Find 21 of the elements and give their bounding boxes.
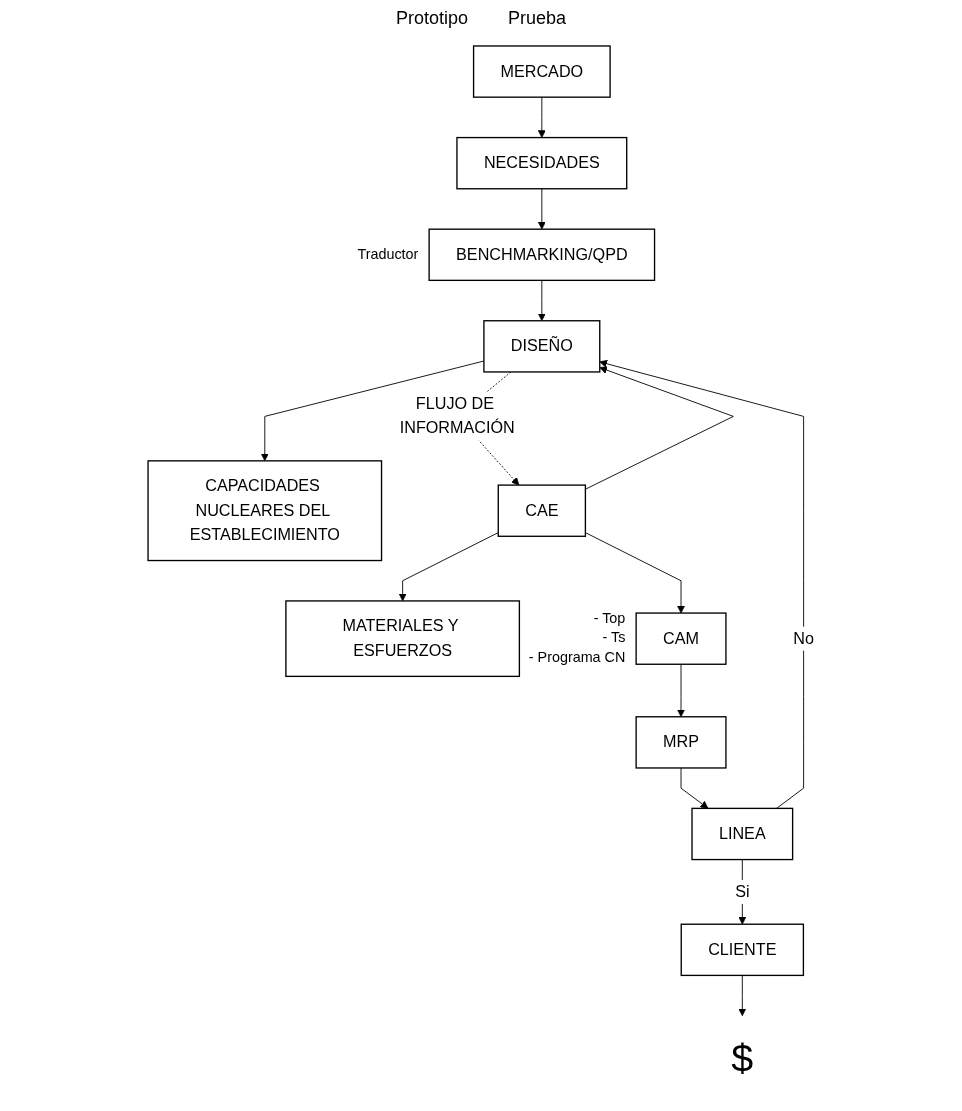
note-text: - Ts — [602, 629, 626, 646]
node-text: $ — [731, 1036, 754, 1081]
edge-label: FLUJO DE INFORMACIÓN — [399, 394, 515, 438]
node-box: CAE — [497, 484, 587, 537]
edge-label: No — [793, 629, 814, 648]
node-box: CAPACIDADES NUCLEARES DEL ESTABLECIMIENTO — [147, 460, 383, 562]
node-box: BENCHMARKING/QPD — [428, 228, 656, 282]
node-box: CAM — [635, 612, 727, 665]
note-text: Traductor — [357, 245, 419, 262]
node-box: NECESIDADES — [456, 136, 628, 190]
node-box: MATERIALES Y ESFUERZOS — [285, 600, 521, 678]
note-text: - Top — [593, 609, 626, 626]
node-box: CLIENTE — [680, 923, 805, 977]
note-text: Prueba — [508, 8, 567, 29]
node-box: DISEÑO — [483, 320, 601, 373]
node-box: MRP — [635, 716, 727, 769]
node-box: MERCADO — [472, 45, 611, 98]
note-text: Prototipo — [395, 8, 468, 29]
note-text: - Programa CN — [528, 649, 626, 666]
edge-label: Si — [735, 882, 750, 901]
node-box: LINEA — [691, 807, 794, 861]
